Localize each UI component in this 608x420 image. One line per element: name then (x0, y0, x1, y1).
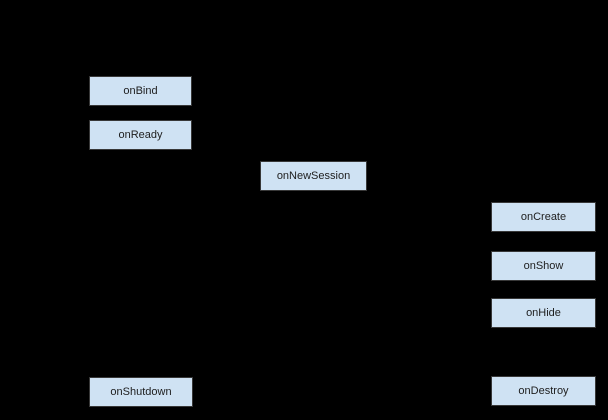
node-onnewsession-label: onNewSession (276, 169, 351, 182)
node-onshutdown: onShutdown (89, 377, 193, 407)
node-onbind-label: onBind (123, 84, 158, 97)
node-ondestroy-label: onDestroy (518, 384, 569, 397)
node-onhide-label: onHide (526, 306, 561, 319)
node-onhide: onHide (491, 298, 596, 328)
node-oncreate-label: onCreate (520, 210, 567, 223)
node-oncreate: onCreate (491, 202, 596, 232)
node-onready: onReady (89, 120, 192, 150)
node-onready-label: onReady (118, 128, 163, 141)
node-onshow: onShow (491, 251, 596, 281)
node-onnewsession: onNewSession (260, 161, 367, 191)
node-onshow-label: onShow (523, 259, 564, 272)
node-ondestroy: onDestroy (491, 376, 596, 406)
node-onbind: onBind (89, 76, 192, 106)
node-onshutdown-label: onShutdown (110, 385, 172, 398)
